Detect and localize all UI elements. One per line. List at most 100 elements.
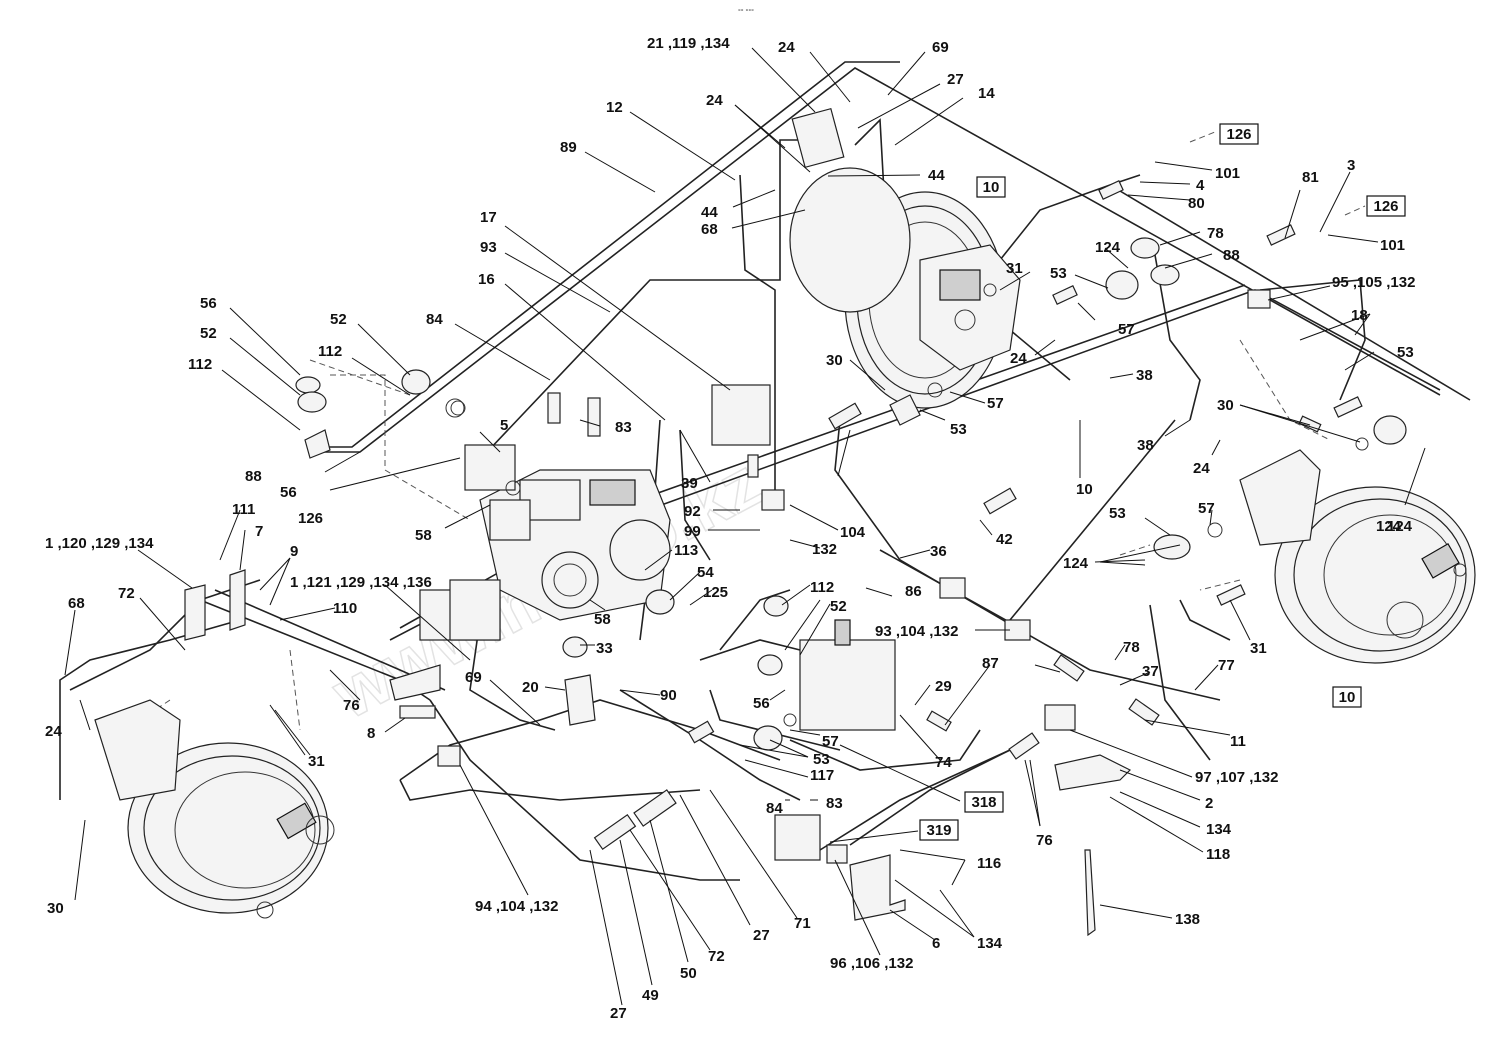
callout-label: 16 — [478, 271, 495, 288]
callout-label: 77 — [1218, 657, 1235, 674]
callout-label: 57 — [822, 733, 839, 750]
reference-box-label: 318 — [971, 794, 996, 811]
callout-label: 27 — [753, 927, 770, 944]
valve-blocks — [437, 107, 1271, 864]
callout-label: 50 — [680, 965, 697, 982]
callout-label: 56 — [200, 295, 217, 312]
callout-label: 52 — [330, 311, 347, 328]
callout-label: 87 — [982, 655, 999, 672]
brackets — [184, 569, 1132, 937]
callout-label: 57 — [1118, 321, 1135, 338]
reference-box-frame — [964, 791, 1004, 813]
callout-label: 20 — [522, 679, 539, 696]
callout-label: 112 — [318, 343, 342, 360]
callout-label: 30 — [47, 900, 64, 917]
leader-lines — [64, 47, 1426, 1006]
callout-label: 53 — [1050, 265, 1067, 282]
callout-label: 1 ,120 ,129 ,134 — [45, 535, 154, 552]
travel-motor-top — [789, 167, 1021, 409]
callout-label: 2 — [1205, 795, 1213, 812]
callout-label: 126 — [298, 510, 323, 527]
callout-label: 1 ,121 ,129 ,134 ,136 — [290, 574, 432, 591]
callout-label: 84 — [426, 311, 443, 328]
callout-label: 81 — [1302, 169, 1319, 186]
travel-motor-right — [1239, 449, 1476, 664]
callout-label: 21 ,119 ,134 — [647, 35, 730, 52]
callout-label: 72 — [118, 585, 135, 602]
callout-label: 104 — [840, 524, 866, 541]
callout-label: 8 — [367, 725, 375, 742]
callout-label: 3 — [1347, 157, 1355, 174]
callout-label: 54 — [697, 564, 714, 581]
callout-label: 29 — [935, 678, 952, 695]
reference-box: 126 — [1219, 123, 1259, 145]
callout-label: 7 — [255, 523, 263, 540]
callout-label: 90 — [660, 687, 677, 704]
callout-label: 125 — [703, 584, 728, 601]
callout-label: 9 — [290, 543, 298, 560]
callout-label: 24 — [778, 39, 795, 56]
callout-label: 44 — [928, 167, 945, 184]
callout-label: 36 — [930, 543, 947, 560]
callout-label: 10 — [1076, 481, 1093, 498]
callout-label: 68 — [701, 221, 718, 238]
callout-label: 31 — [1006, 260, 1023, 277]
callout-label: 38 — [1136, 367, 1153, 384]
callout-label: 69 — [465, 669, 482, 686]
callout-label: 101 — [1215, 165, 1240, 182]
callout-label: 53 — [1397, 344, 1414, 361]
callout-label: 24 — [1010, 350, 1027, 367]
callout-label: 112 — [188, 356, 212, 373]
callout-label: 92 — [684, 503, 701, 520]
callout-label: 74 — [935, 754, 952, 771]
callout-label: 83 — [615, 419, 632, 436]
callout-label: 17 — [480, 209, 497, 226]
callout-label: 57 — [987, 395, 1004, 412]
callout-label: 89 — [560, 139, 577, 156]
callout-label: 18 — [1351, 307, 1368, 324]
callout-label: 42 — [996, 531, 1013, 548]
callout-label: 86 — [905, 583, 922, 600]
reference-box: 318 — [964, 791, 1004, 813]
callout-label: 101 — [1380, 237, 1405, 254]
callout-label: 83 — [826, 795, 843, 812]
callout-label: 93 ,104 ,132 — [875, 623, 958, 640]
reference-box: 319 — [919, 819, 959, 841]
callout-label: 94 ,104 ,132 — [475, 898, 558, 915]
reference-arrow — [1189, 131, 1216, 143]
callout-label: 138 — [1175, 911, 1200, 928]
callout-label: 118 — [1206, 846, 1230, 863]
reference-box-label: 319 — [926, 822, 951, 839]
callout-label: 57 — [1198, 500, 1215, 517]
callout-label: 124 — [1387, 518, 1413, 535]
callout-label: 111 — [232, 501, 255, 518]
callout-label: 53 — [1109, 505, 1126, 522]
reference-box: 10 — [976, 176, 1006, 198]
callout-label: 14 — [978, 85, 995, 102]
callout-label: 80 — [1188, 195, 1205, 212]
callout-label: 52 — [830, 598, 847, 615]
callout-label: 31 — [1250, 640, 1267, 657]
callout-label: 53 — [813, 751, 830, 768]
reference-box-frame — [1366, 195, 1406, 217]
travel-motor-left — [94, 699, 335, 919]
callout-label: 96 ,106 ,132 — [830, 955, 913, 972]
callout-label: 39 — [681, 475, 698, 492]
reference-box-label: 126 — [1226, 126, 1251, 143]
callout-label: 134 — [1206, 821, 1232, 838]
callout-label: 72 — [708, 948, 725, 965]
reference-box-frame — [976, 176, 1006, 198]
reference-box-frame — [1332, 686, 1362, 708]
reference-box: 126 — [1366, 195, 1406, 217]
callout-label: 124 — [1063, 555, 1089, 572]
callout-label: 6 — [932, 935, 940, 952]
reference-box-label: 126 — [1373, 198, 1398, 215]
callout-label: 110 — [333, 600, 357, 617]
callout-label: 116 — [977, 855, 1001, 872]
header-mark: °° °°° — [738, 8, 754, 16]
callout-label: 30 — [1217, 397, 1234, 414]
callout-label: 78 — [1123, 639, 1140, 656]
